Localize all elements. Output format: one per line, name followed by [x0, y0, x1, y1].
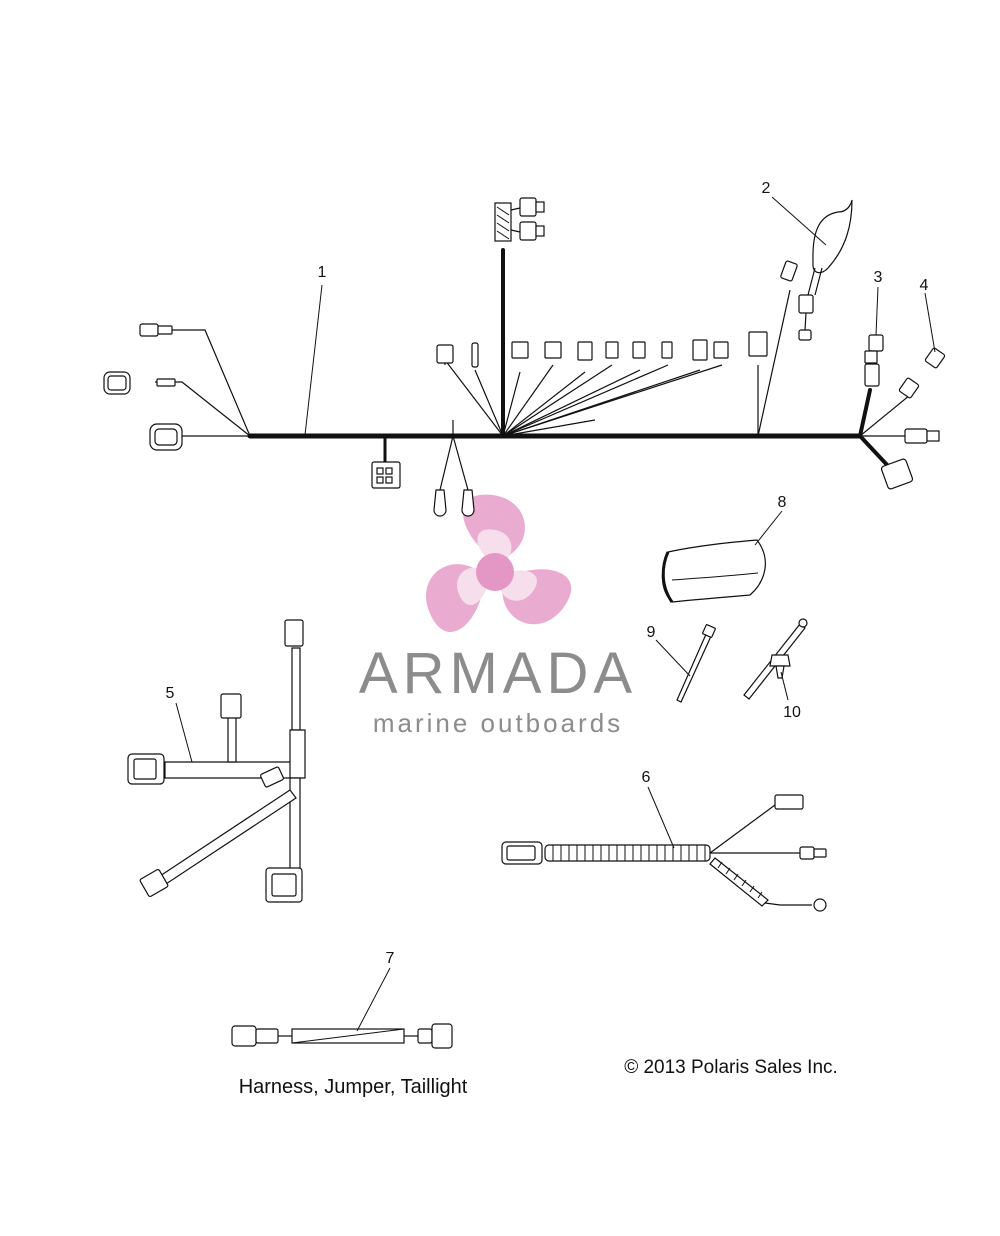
callout-numbers: 1 2 3 4 5 6 7 8 9 10: [166, 180, 929, 967]
callout-4: 4: [920, 277, 929, 294]
part-7-caption: Harness, Jumper, Taillight: [239, 1076, 468, 1098]
leader-lines: [175, 196, 936, 1032]
harness-part-6: [501, 794, 827, 912]
ring-terminal: [461, 489, 475, 517]
callout-9: 9: [647, 624, 656, 641]
callout-8: 8: [778, 494, 787, 511]
connector-fan: [436, 344, 454, 364]
watermark-subtitle: marine outboards: [373, 708, 623, 738]
cable-tie-part-9: [676, 624, 716, 703]
harness-part-7: [231, 1023, 453, 1049]
sleeve-part-8: [661, 539, 766, 603]
connector-right: [864, 363, 880, 387]
propeller-logo: [426, 494, 572, 632]
callout-2: 2: [762, 180, 771, 197]
harness-part-5: [127, 619, 306, 903]
main-harness: [103, 197, 940, 517]
ring-terminal: [433, 489, 447, 517]
callout-5: 5: [166, 685, 175, 702]
harness-boot: [798, 199, 853, 341]
callout-6: 6: [642, 769, 651, 786]
connector-bottom-block: [371, 461, 401, 489]
callout-3: 3: [874, 269, 883, 286]
connector-part-4: [924, 347, 946, 369]
watermark-title: ARMADA: [359, 641, 637, 706]
connector-part-3: [864, 334, 884, 364]
copyright-notice: © 2013 Polaris Sales Inc.: [624, 1057, 838, 1078]
connector-top-block: [494, 202, 512, 242]
connector-left-top: [139, 323, 159, 337]
callout-1: 1: [318, 264, 327, 281]
callout-7: 7: [386, 950, 395, 967]
callout-10: 10: [783, 704, 801, 721]
cable-tie-part-10: [743, 618, 808, 700]
